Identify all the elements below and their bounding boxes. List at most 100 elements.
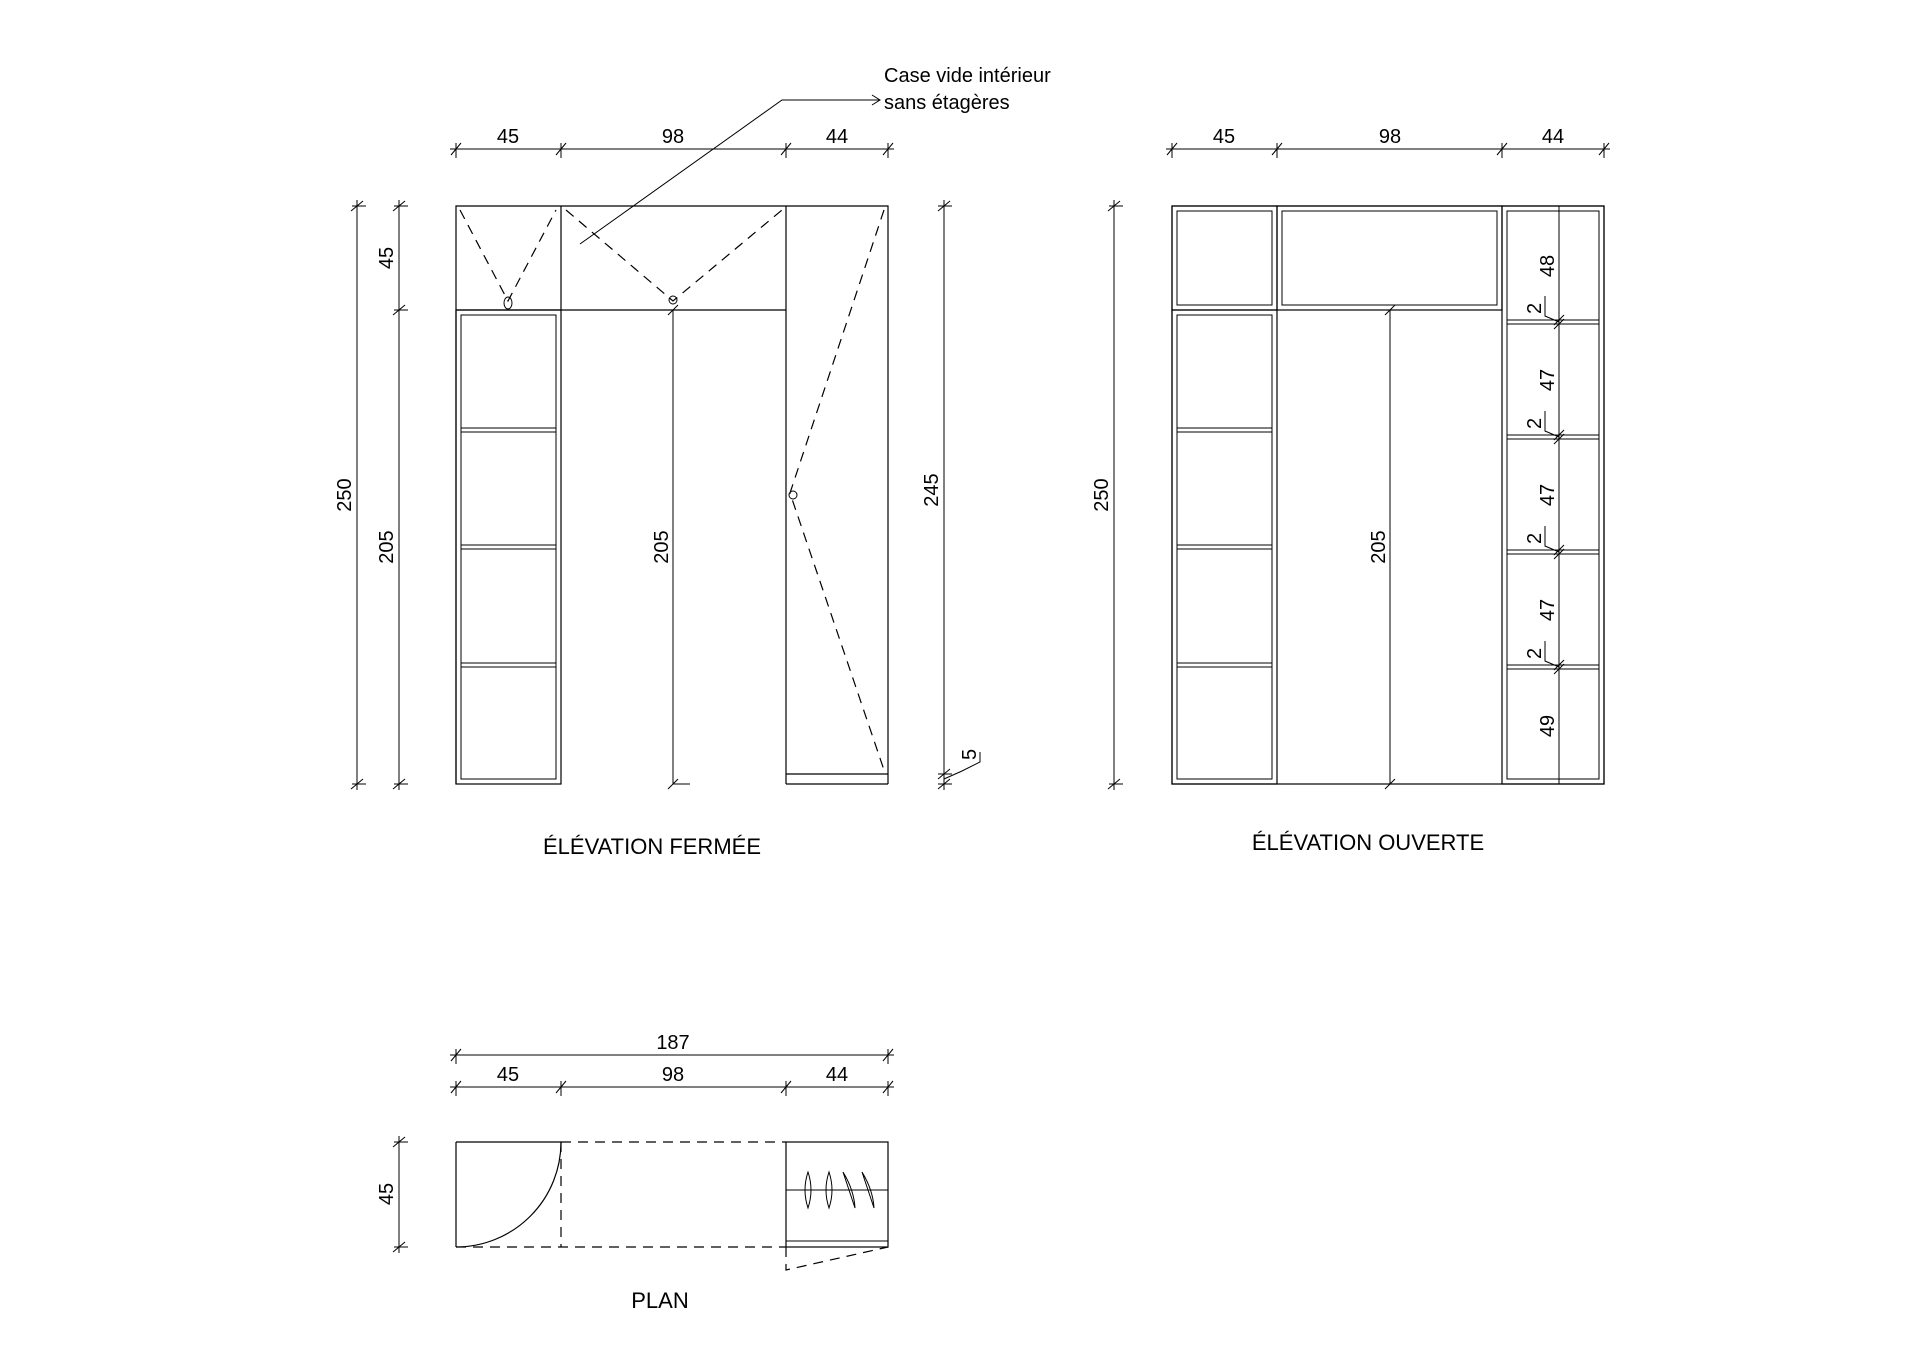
tick xyxy=(350,200,364,212)
annotation-line-2: sans étagères xyxy=(884,92,1010,114)
open-dim-cell-1: 48 xyxy=(1537,255,1559,277)
gap-leader xyxy=(1544,526,1560,553)
gap-leader xyxy=(1544,411,1560,438)
tick xyxy=(1553,429,1565,441)
tick xyxy=(1496,142,1508,156)
closed-door-swing-left xyxy=(459,209,557,303)
tick xyxy=(937,768,951,780)
closed-dim-mid-h: 205 xyxy=(651,530,673,563)
tick xyxy=(1553,548,1565,560)
open-dim-w-left: 45 xyxy=(1213,126,1235,148)
open-dim-w-right: 44 xyxy=(1542,126,1564,148)
closed-left-column-inner xyxy=(460,314,557,780)
plan-dim-depth: 45 xyxy=(376,1183,398,1205)
tick xyxy=(937,200,951,212)
plan-dim-w-mid: 98 xyxy=(662,1064,684,1086)
closed-dim-right-h: 245 xyxy=(921,473,943,506)
plan-dim-w-left: 45 xyxy=(497,1064,519,1086)
closed-dim-w-right: 44 xyxy=(826,126,848,148)
plan-right-column xyxy=(785,1141,889,1248)
tick xyxy=(350,778,364,790)
closed-dim-w-mid: 98 xyxy=(662,126,684,148)
closed-handle-right-icon xyxy=(788,490,798,500)
tick xyxy=(1107,200,1121,212)
tick xyxy=(780,1080,792,1094)
tick xyxy=(392,304,406,316)
tick xyxy=(450,142,462,156)
open-right-column-inner xyxy=(1506,210,1600,780)
closed-left-column xyxy=(455,309,562,785)
annotation-arrow-icon xyxy=(871,94,881,106)
open-dim-gap-2: 2 xyxy=(1524,418,1546,429)
tick xyxy=(450,1080,462,1094)
tick xyxy=(1553,544,1565,556)
open-elevation: 205 45 98 44 250 48 47 47 47 49 xyxy=(1091,126,1610,855)
tick xyxy=(1166,142,1178,156)
closed-elevation: 205 45 98 44 250 45 205 xyxy=(334,126,981,859)
tick xyxy=(1553,663,1565,675)
open-dim-w-mid: 98 xyxy=(1379,126,1401,148)
tick xyxy=(1553,433,1565,445)
tick xyxy=(392,778,406,790)
tick xyxy=(882,1080,894,1094)
open-elevation-title: ÉLÉVATION OUVERTE xyxy=(1252,830,1484,855)
closed-handle-left-icon xyxy=(503,296,513,310)
closed-dim-plinth: 5 xyxy=(959,749,981,760)
tick xyxy=(392,1241,406,1253)
tick xyxy=(882,1048,894,1062)
plan-title: PLAN xyxy=(631,1288,688,1313)
open-top-mid-cell xyxy=(1276,205,1503,311)
closed-handle-mid-icon xyxy=(668,295,678,305)
open-dim-cell-2: 47 xyxy=(1537,369,1559,391)
gap-leader xyxy=(1544,641,1560,668)
open-left-column xyxy=(1171,309,1278,785)
open-left-column-inner xyxy=(1176,314,1273,780)
tick xyxy=(1271,142,1283,156)
plan-dim-w-right: 44 xyxy=(826,1064,848,1086)
tick xyxy=(450,1048,462,1062)
open-right-column xyxy=(1501,205,1605,785)
closed-door-swing-right xyxy=(789,209,885,771)
open-top-left-cell-inner xyxy=(1176,210,1273,306)
annotation-leader xyxy=(579,99,880,245)
closed-outline xyxy=(455,205,889,784)
closed-dim-total-h: 250 xyxy=(334,478,356,511)
tick xyxy=(555,1080,567,1094)
plan-hanger-icon xyxy=(804,1170,812,1210)
tick xyxy=(882,142,894,156)
plan-hanger-icon xyxy=(842,1171,856,1209)
plan-hanger-icon xyxy=(825,1170,833,1210)
tick xyxy=(392,1136,406,1148)
gap-leader xyxy=(1544,296,1560,323)
annotation-line-1: Case vide intérieur xyxy=(884,65,1051,87)
closed-plinth-leader xyxy=(943,752,981,780)
open-dim-gap-4: 2 xyxy=(1524,648,1546,659)
closed-dim-top-h: 45 xyxy=(376,247,398,269)
tick xyxy=(780,142,792,156)
tick xyxy=(667,304,679,316)
tick xyxy=(1384,304,1396,316)
closed-dim-w-left: 45 xyxy=(497,126,519,148)
plan-door-swing-arc xyxy=(455,1141,562,1248)
plan-hanger-icon xyxy=(861,1171,875,1209)
open-dim-cell-3: 47 xyxy=(1537,484,1559,506)
open-dim-mid-h: 205 xyxy=(1368,530,1390,563)
open-dim-gap-1: 2 xyxy=(1524,303,1546,314)
tick xyxy=(937,778,951,790)
tick xyxy=(1553,314,1565,326)
tick xyxy=(1107,778,1121,790)
closed-elevation-title: ÉLÉVATION FERMÉE xyxy=(543,834,761,859)
tick xyxy=(392,200,406,212)
open-dim-total-h: 250 xyxy=(1091,478,1113,511)
annotation: Case vide intérieur sans étagères xyxy=(579,65,1051,245)
tick xyxy=(555,142,567,156)
open-dim-cell-5: 49 xyxy=(1537,715,1559,737)
plan-dim-total-w: 187 xyxy=(656,1032,689,1054)
open-dim-gap-3: 2 xyxy=(1524,533,1546,544)
tick xyxy=(1598,142,1610,156)
plan-view: 187 45 98 44 45 xyxy=(376,1032,894,1313)
tick xyxy=(1553,318,1565,330)
tick xyxy=(1553,659,1565,671)
open-top-mid-cell-inner xyxy=(1281,210,1498,306)
